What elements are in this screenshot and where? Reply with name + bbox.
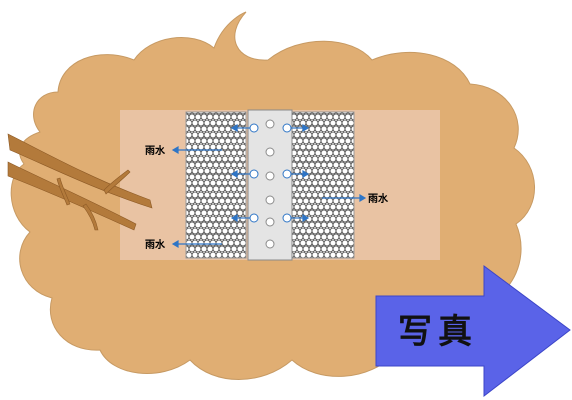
photo-button-label[interactable]: 写真 (398, 312, 478, 352)
photo-button[interactable]: 写真 (375, 265, 571, 398)
rain-label-right: 雨水 (368, 192, 389, 205)
drain-pipe (247, 109, 293, 261)
arrow-out-lower-left (171, 239, 222, 249)
gravel-left-column (185, 111, 247, 259)
right-arrow-icon[interactable] (375, 265, 571, 398)
rain-label-lower-left: 雨水 (145, 238, 166, 251)
arrow-right-3 (291, 213, 310, 223)
arrow-right-1 (291, 123, 310, 133)
flow-arrows (171, 123, 367, 249)
arrow-left-2 (230, 169, 250, 179)
arrow-left-3 (230, 213, 250, 223)
tree-root-icon (7, 133, 153, 231)
rain-label-upper-left: 雨水 (145, 144, 166, 157)
gravel-right-column (291, 111, 355, 259)
arrow-out-upper-left (171, 145, 222, 155)
arrow-left-1 (230, 123, 250, 133)
arrow-right-2 (291, 169, 310, 179)
arrow-out-right (322, 193, 367, 203)
